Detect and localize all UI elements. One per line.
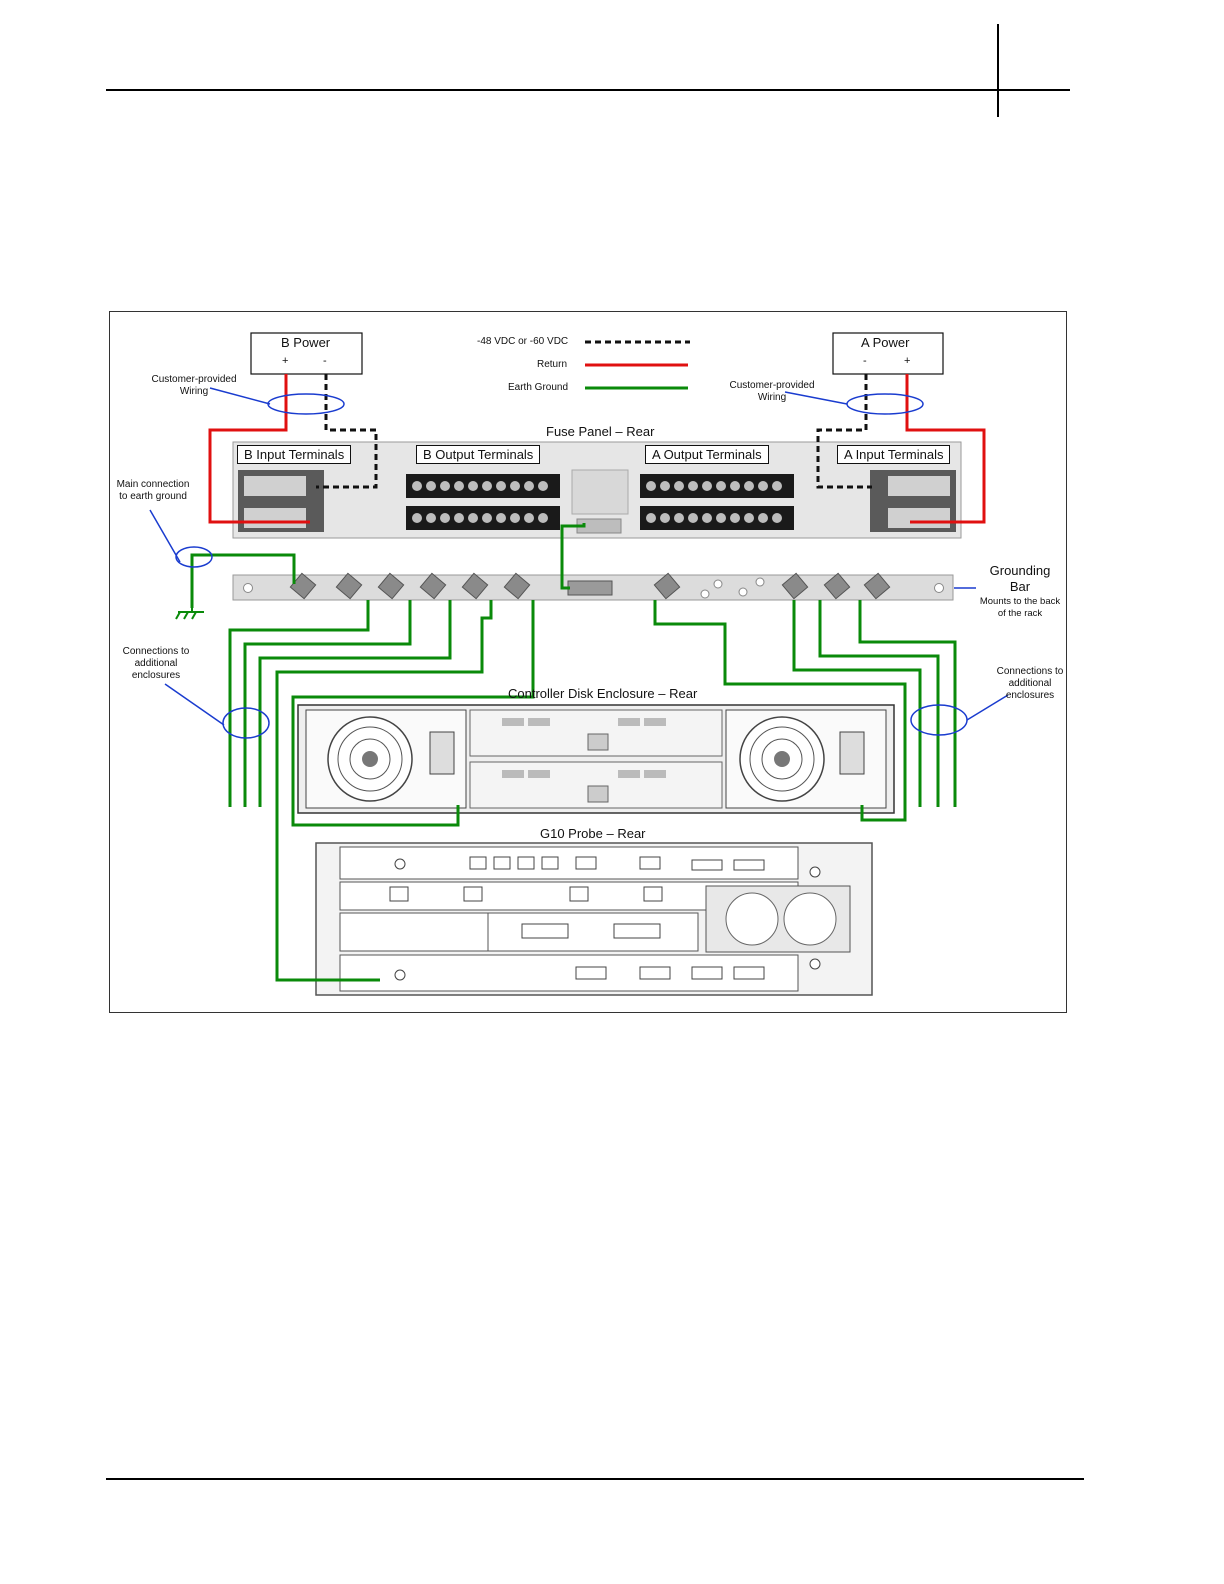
grounding-bar-note: Mounts to the back of the rack — [979, 596, 1061, 619]
b-power-label: B Power — [281, 335, 331, 350]
header-rule — [106, 89, 1070, 91]
connections-right-label: Connections to additional enclosures — [996, 666, 1064, 701]
header-tick — [997, 24, 999, 117]
g10-probe — [315, 842, 873, 996]
fuse-panel-title: Fuse Panel – Rear — [546, 424, 655, 439]
wiring-diagram: B Power + - A Power - + -48 VDC or -60 V… — [109, 311, 1067, 1013]
customer-wiring-right-label: Customer-provided Wiring — [729, 380, 815, 403]
b-power-box — [250, 332, 363, 375]
controller-ground-right — [653, 600, 907, 822]
main-earth-wire — [190, 553, 296, 608]
wiring-diagram-svg — [149, 332, 1009, 996]
legend-return-label: Return — [537, 359, 568, 370]
grounding-bar-label: Grounding Bar — [989, 563, 1051, 594]
left-ext-1 — [228, 600, 370, 807]
b-dc-wire — [316, 374, 378, 489]
right-ext-2 — [818, 600, 940, 807]
earth-ground-symbol — [175, 608, 204, 620]
a-input-terminals-label: A Input Terminals — [837, 445, 951, 464]
a-return-wire — [905, 374, 986, 524]
left-ext-2 — [243, 600, 412, 807]
left-ext-3 — [258, 600, 452, 807]
legend-dc-label: -48 VDC or -60 VDC — [477, 336, 569, 347]
controller-enclosure-title: Controller Disk Enclosure – Rear — [508, 686, 698, 701]
connections-left-label: Connections to additional enclosures — [122, 646, 190, 681]
controller-enclosure — [297, 704, 895, 814]
g10-probe-title: G10 Probe – Rear — [540, 826, 646, 841]
footer-rule — [106, 1478, 1084, 1480]
customer-wiring-left-ellipse — [267, 393, 345, 415]
main-earth-label: Main connection to earth ground — [116, 479, 190, 502]
customer-wiring-right-ellipse — [846, 393, 924, 415]
b-output-terminals-label: B Output Terminals — [416, 445, 541, 464]
a-dc-wire — [816, 374, 872, 489]
b-input-terminals-label: B Input Terminals — [237, 445, 352, 464]
controller-ground-left — [291, 600, 535, 827]
main-earth-ellipse — [175, 546, 213, 568]
b-minus-label: - — [323, 355, 327, 367]
grounding-bar — [232, 572, 954, 601]
right-ext-3 — [858, 600, 957, 807]
b-plus-label: + — [282, 355, 289, 367]
fuse-to-bar-ground — [560, 523, 586, 590]
right-ext-1 — [792, 600, 922, 807]
a-output-terminals-label: A Output Terminals — [645, 445, 769, 464]
a-plus-label: + — [904, 355, 911, 367]
connections-left-ellipse — [222, 707, 270, 739]
a-power-box — [832, 332, 944, 375]
b-return-wire — [208, 374, 310, 524]
probe-ground — [275, 600, 493, 982]
a-minus-label: - — [863, 355, 867, 367]
customer-wiring-left-label: Customer-provided Wiring — [151, 374, 237, 397]
legend-ground-label: Earth Ground — [508, 382, 569, 393]
a-power-label: A Power — [861, 335, 910, 350]
